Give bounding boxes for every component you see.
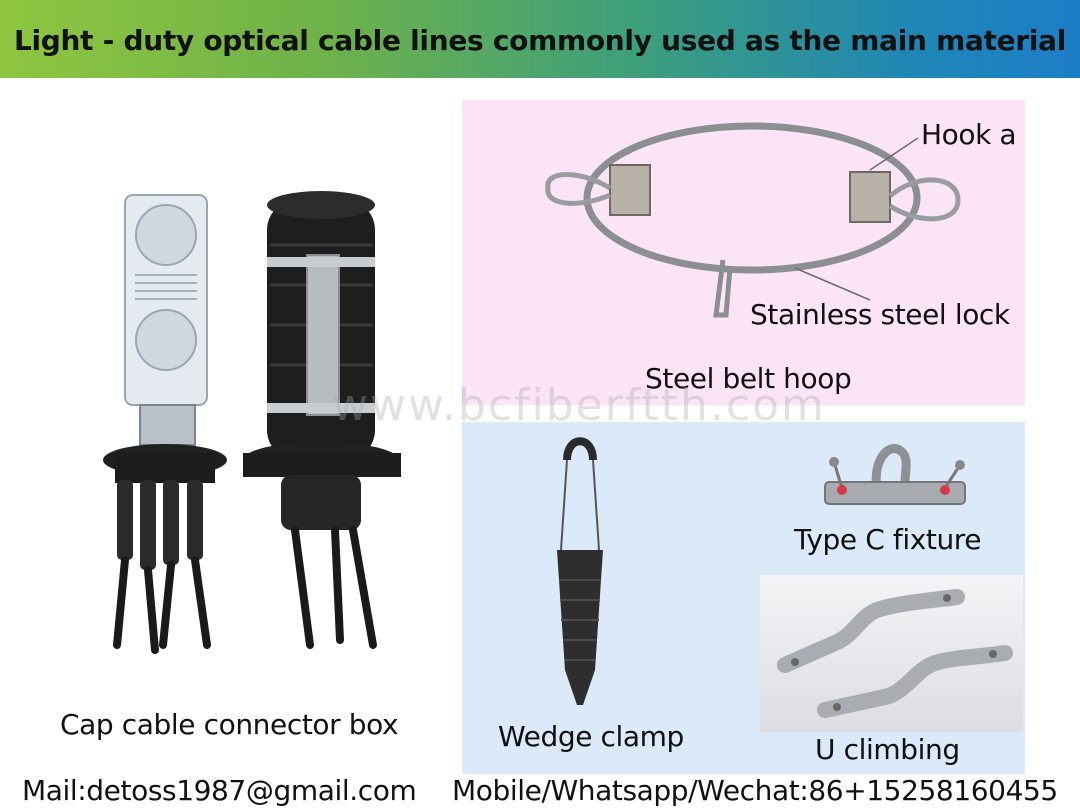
steel-hoop-panel xyxy=(462,100,1025,405)
steel-hoop-image xyxy=(545,122,961,318)
banner-title: Light - duty optical cable lines commonl… xyxy=(13,24,1067,57)
label-type-c-fixture: Type C fixture xyxy=(794,523,982,556)
wedge-clamp-image xyxy=(557,437,603,705)
cable-connector-box-image xyxy=(103,191,401,654)
label-stainless-steel-lock: Stainless steel lock xyxy=(750,298,1010,331)
title-banner: Light - duty optical cable lines commonl… xyxy=(0,0,1080,78)
label-steel-belt-hoop: Steel belt hoop xyxy=(645,362,852,395)
label-hook: Hook a xyxy=(921,118,1017,151)
u-climbing-image xyxy=(777,589,1013,718)
label-u-climbing: U climbing xyxy=(815,733,960,766)
type-c-fixture-image xyxy=(824,444,966,505)
contact-mail: Mail:detoss1987@gmail.com xyxy=(22,774,417,807)
contact-mobile: Mobile/Whatsapp/Wechat:86+15258160455 xyxy=(452,774,1058,807)
label-cap-cable-connector-box: Cap cable connector box xyxy=(60,708,399,741)
watermark: www.bcfiberftth.com xyxy=(332,380,826,431)
label-wedge-clamp: Wedge clamp xyxy=(498,720,684,753)
